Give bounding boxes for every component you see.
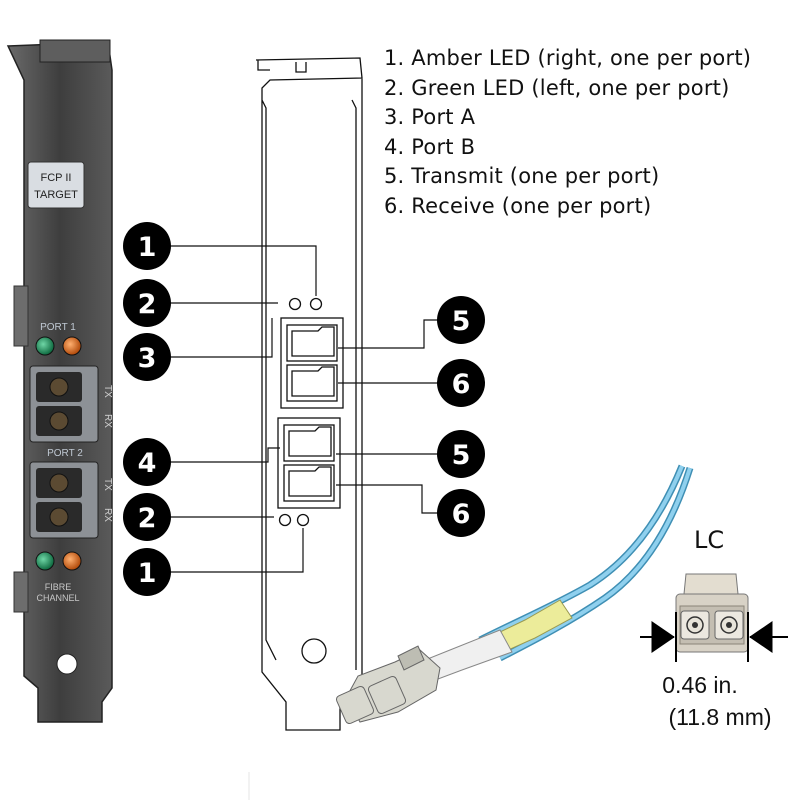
callout-transmit-b: 5 xyxy=(437,430,485,478)
callout-receive-a: 6 xyxy=(437,359,485,407)
svg-text:1: 1 xyxy=(138,558,157,589)
svg-text:6: 6 xyxy=(452,369,471,400)
callout-transmit-a: 5 xyxy=(437,296,485,344)
amber-led-port1 xyxy=(62,336,82,356)
legend-item-port-a: 3. Port A xyxy=(384,105,476,130)
badge-line1: FCP II xyxy=(41,172,72,184)
green-led-port1 xyxy=(35,336,55,356)
lc-width-inches: 0.46 in. xyxy=(662,672,738,698)
drawing-amber-led-top xyxy=(309,297,323,311)
footer-line1: FIBRE xyxy=(45,582,72,592)
svg-text:6: 6 xyxy=(452,499,471,530)
svg-text:2: 2 xyxy=(138,289,157,320)
fiber-cable xyxy=(335,464,694,725)
legend-item-green-led: 2. Green LED (left, one per port) xyxy=(384,75,730,100)
port2-transceiver xyxy=(29,461,99,539)
dimension-arrows xyxy=(640,612,788,662)
callout-amber-led-bottom: 1 xyxy=(123,548,171,596)
leader-lines xyxy=(170,245,438,573)
tx-label-port2: TX xyxy=(102,478,113,491)
callout-green-led-top: 2 xyxy=(123,279,171,327)
bracket-side-clip-lower xyxy=(13,571,29,613)
bracket-photo: FCP II TARGET PORT 1 TX RX PORT 2 TX RX … xyxy=(6,39,113,723)
port1-transceiver xyxy=(29,365,99,443)
callout-port-a: 3 xyxy=(123,333,171,381)
legend-item-port-b: 4. Port B xyxy=(384,134,476,159)
lc-plug xyxy=(335,645,441,725)
lc-width-mm: (11.8 mm) xyxy=(668,704,772,730)
fcp-badge xyxy=(27,161,85,209)
svg-text:5: 5 xyxy=(452,440,471,471)
drawing-amber-led-bottom xyxy=(296,513,310,527)
svg-text:4: 4 xyxy=(138,448,157,479)
drawing-port-a xyxy=(280,317,344,409)
drawing-mounting-hole xyxy=(301,638,327,664)
lc-label: LC xyxy=(694,526,725,554)
legend-item-receive: 6. Receive (one per port) xyxy=(384,193,652,218)
drawing-green-led-top xyxy=(288,297,302,311)
amber-led-port2 xyxy=(62,551,82,571)
svg-text:1: 1 xyxy=(138,232,157,263)
svg-text:3: 3 xyxy=(138,343,157,374)
mounting-hole xyxy=(56,653,78,675)
legend: 1. Amber LED (right, one per port) 2. Gr… xyxy=(384,44,751,222)
legend-item-amber-led: 1. Amber LED (right, one per port) xyxy=(384,46,752,70)
rx-label-port2: RX xyxy=(102,508,113,522)
port2-label: PORT 2 xyxy=(47,448,83,459)
drawing-port-b xyxy=(277,417,341,509)
lc-connector-end-view xyxy=(640,573,788,662)
drawing-green-led-bottom xyxy=(278,513,292,527)
bracket-outline xyxy=(255,57,363,731)
tx-label-port1: TX xyxy=(102,385,113,398)
green-led-port2 xyxy=(35,551,55,571)
bracket-drawing xyxy=(170,57,438,731)
footer-line2: CHANNEL xyxy=(36,593,79,603)
svg-text:2: 2 xyxy=(138,503,157,534)
lc-latch xyxy=(683,573,739,595)
callout-amber-led-top: 1 xyxy=(123,222,171,270)
tab-notch xyxy=(295,62,307,73)
callout-receive-b: 6 xyxy=(437,489,485,537)
bracket-side-clip xyxy=(13,285,29,347)
callout-green-led-bottom: 2 xyxy=(123,493,171,541)
rx-label-port1: RX xyxy=(102,414,113,428)
callouts: 1 2 3 4 2 1 5 6 xyxy=(123,222,485,596)
callout-port-b: 4 xyxy=(123,438,171,486)
legend-item-transmit: 5. Transmit (one per port) xyxy=(384,164,660,189)
badge-line2: TARGET xyxy=(34,189,78,201)
bracket-tab xyxy=(39,39,111,63)
svg-text:5: 5 xyxy=(452,306,471,337)
port1-label: PORT 1 xyxy=(40,322,76,333)
